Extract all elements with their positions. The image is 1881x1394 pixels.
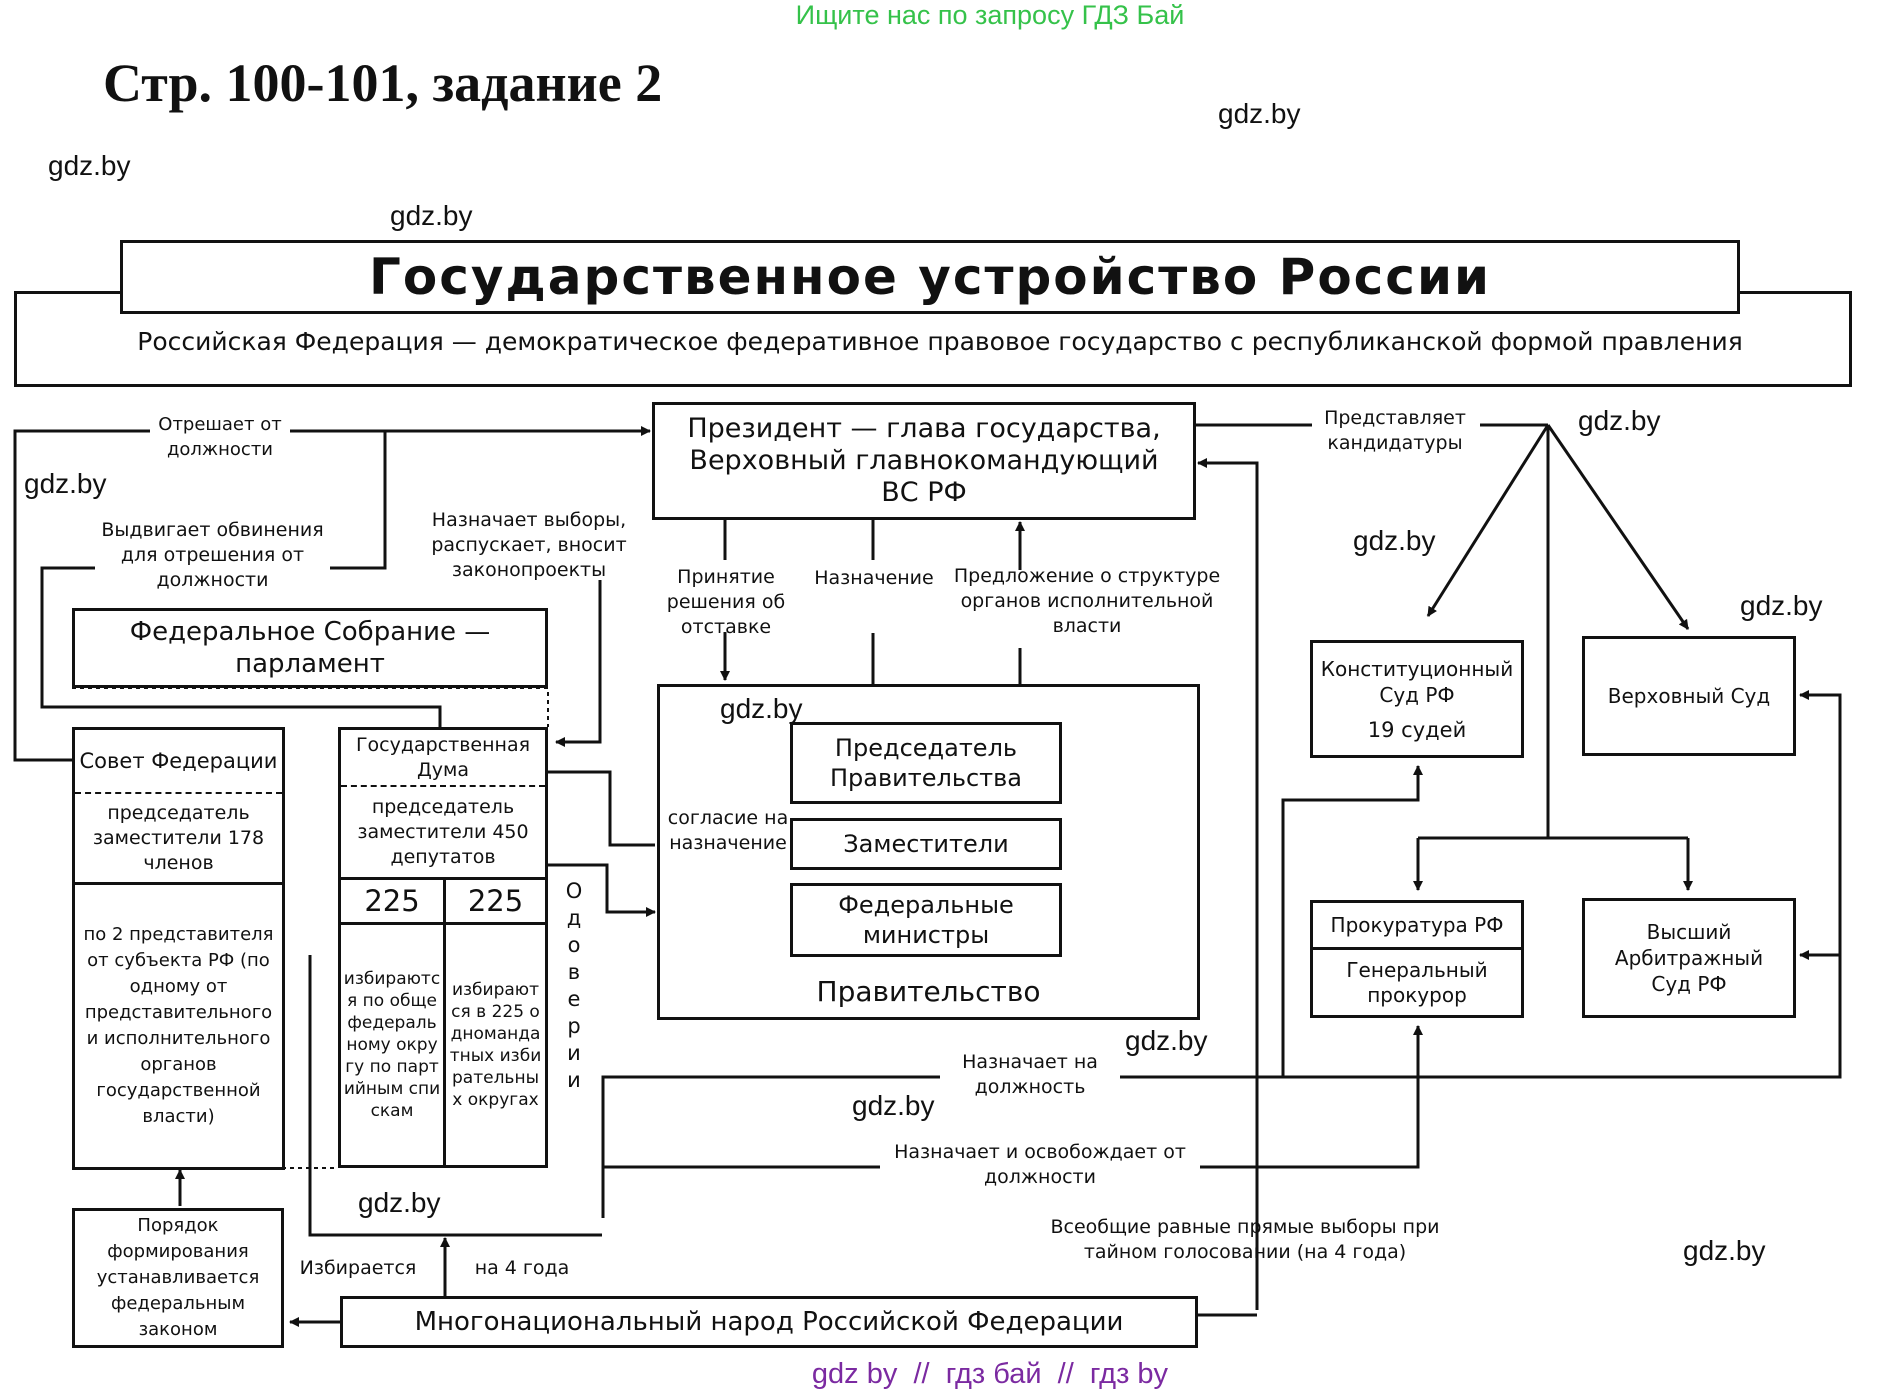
constitutional-court-label: Конституционный Суд РФ	[1320, 657, 1514, 707]
arbitration-court-label: Высший Арбитражный Суд РФ	[1614, 920, 1764, 996]
council-name: Совет Федерации	[75, 730, 282, 794]
watermark: gdz.by	[24, 468, 107, 499]
people-label: Многонациональный народ Российской Федер…	[414, 1307, 1124, 1337]
watermark: gdz.by	[390, 200, 473, 231]
watermark: gdz.by	[358, 1187, 441, 1218]
watermark: gdz.by	[852, 1090, 935, 1121]
label-accuses: Выдвигает обвинения для отрешения от дол…	[101, 519, 324, 591]
watermark: gdz.by	[1353, 525, 1436, 556]
duma-members: председатель заместители 450 депутатов	[341, 787, 545, 880]
label-appoints-dismisses: Назначает и освобождает от должности	[894, 1141, 1186, 1188]
duma-box[interactable]: Государственная Дума председатель замест…	[338, 727, 548, 1168]
council-composition: по 2 представителя от субъекта РФ (по од…	[83, 924, 274, 1127]
prosecutor-label: Прокуратура РФ	[1313, 903, 1521, 950]
label-structure: Предложение о структуре органов исполнит…	[953, 565, 1221, 637]
federal-assembly-label: Федеральное Собрание — парламент	[129, 617, 491, 679]
watermark: gdz.by	[720, 693, 803, 724]
gov-chairman-box[interactable]: Председатель Правительства	[790, 722, 1062, 804]
top-banner: Ищите нас по запросу ГДЗ Бай	[795, 0, 1185, 30]
label-resignation: Принятие решения об отставке	[666, 566, 786, 638]
gov-deputies-box[interactable]: Заместители	[790, 818, 1062, 870]
label-no-confidence: О доверии	[565, 879, 583, 1092]
formation-order-box[interactable]: Порядок формирования устанавливается фед…	[72, 1208, 284, 1348]
label-four-years: на 4 года	[474, 1257, 570, 1279]
gov-deputies-label: Заместители	[843, 830, 1009, 858]
duma-left-text: избираются по общефедеральному округу по…	[343, 969, 441, 1121]
constitutional-court-box[interactable]: Конституционный Суд РФ 19 судей	[1310, 640, 1524, 758]
council-members: председатель заместители 178 членов	[75, 794, 282, 885]
label-appoints: Назначает на должность	[962, 1051, 1098, 1098]
council-box[interactable]: Совет Федерации председатель заместители…	[72, 727, 285, 1170]
formation-order-label: Порядок формирования устанавливается фед…	[96, 1215, 260, 1340]
diagram-title: Государственное устройство России	[368, 248, 1492, 306]
president-box[interactable]: Президент — глава государства, Верховный…	[652, 402, 1196, 520]
watermark: gdz.by	[48, 150, 131, 181]
gov-ministers-box[interactable]: Федеральные министры	[790, 883, 1062, 957]
watermark: gdz.by	[1683, 1235, 1766, 1266]
diagram-subtitle: Российская Федерация — демократическое ф…	[137, 327, 1743, 356]
label-calls-elections: Назначает выборы, распускает, вносит зак…	[431, 509, 627, 581]
prosecutor-general-label: Генеральный прокурор	[1346, 957, 1488, 1007]
federal-assembly-box[interactable]: Федеральное Собрание — парламент	[72, 608, 548, 688]
gov-chairman-label: Председатель Правительства	[830, 734, 1022, 792]
watermark: gdz.by	[1740, 590, 1823, 621]
duma-name: Государственная Дума	[341, 730, 545, 787]
government-label: Правительство	[816, 975, 1041, 1008]
duma-right-text: избираются в 225 одномандатных избирател…	[449, 980, 542, 1110]
label-elections: Всеобщие равные прямые выборы при тайном…	[1050, 1216, 1440, 1263]
president-label: Президент — глава государства, Верховный…	[687, 413, 1161, 508]
label-elected: Избирается	[299, 1257, 417, 1279]
footer-banner: gdz by // гдз бай // гдз by	[811, 1358, 1169, 1390]
label-removes: Отрешает от должности	[158, 414, 282, 460]
supreme-court-box[interactable]: Верховный Суд	[1582, 636, 1796, 756]
gov-ministers-label: Федеральные министры	[838, 891, 1014, 949]
label-appointment: Назначение	[814, 567, 934, 589]
constitutional-court-judges: 19 судей	[1367, 718, 1467, 742]
arbitration-court-box[interactable]: Высший Арбитражный Суд РФ	[1582, 898, 1796, 1018]
people-box[interactable]: Многонациональный народ Российской Федер…	[340, 1296, 1198, 1348]
watermark: gdz.by	[1218, 98, 1301, 129]
watermark: gdz.by	[1125, 1025, 1208, 1056]
watermark: gdz.by	[1578, 405, 1661, 436]
label-presents: Представляет кандидатуры	[1324, 407, 1466, 454]
page-heading: Стр. 100-101, задание 2	[103, 53, 663, 113]
duma-count-left: 225	[341, 880, 443, 925]
duma-count-right: 225	[446, 880, 545, 925]
title-box: Государственное устройство России	[120, 240, 1740, 314]
supreme-court-label: Верховный Суд	[1607, 684, 1771, 708]
prosecutor-box[interactable]: Прокуратура РФ Генеральный прокурор	[1310, 900, 1524, 1018]
label-consent: согласие на назначение	[667, 807, 789, 854]
